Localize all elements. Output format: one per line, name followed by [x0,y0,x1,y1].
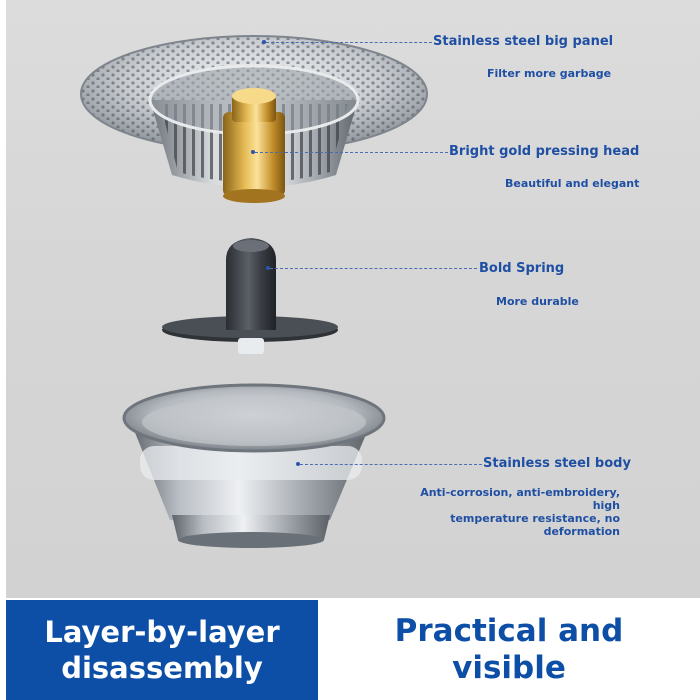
body-callout-subtitle-line1: Anti-corrosion, anti-embroidery, high [420,486,620,512]
banner-right-line1: Practical and [394,613,624,649]
head-callout-subtitle: Beautiful and elegant [505,177,640,190]
body-leader-line [300,464,482,465]
banner-right-line2: visible [452,650,566,686]
panel-callout-subtitle: Filter more garbage [487,67,612,80]
body-callout-subtitle: Anti-corrosion, anti-embroidery, high te… [400,486,620,538]
bold-spring [162,238,338,354]
body-callout-subtitle-line3: deformation [543,525,620,538]
head-leader-line [255,152,448,153]
gold-pressing-head [223,88,285,203]
spring-leader-dot [266,266,270,270]
body-leader-dot [296,462,300,466]
head-leader-dot [251,150,255,154]
spring-callout-title: Bold Spring [479,261,565,276]
spring-leader-line [270,268,477,269]
stainless-steel-body [122,383,386,548]
drain-strainer-exploded-illustration [80,35,428,548]
banner-layer-by-layer: Layer-by-layer disassembly [6,600,318,700]
body-callout-subtitle-line2: temperature resistance, no [450,512,620,525]
panel-leader-dot [262,40,266,44]
body-callout-title: Stainless steel body [483,456,631,471]
banner-practical-visible: Practical and visible [318,600,700,700]
banner-left-line2: disassembly [61,651,263,685]
spring-callout-subtitle: More durable [496,295,579,308]
head-callout-title: Bright gold pressing head [449,144,640,159]
panel-leader-line [266,42,432,43]
panel-callout-title: Stainless steel big panel [433,34,614,49]
banner-left-line1: Layer-by-layer [44,615,280,649]
